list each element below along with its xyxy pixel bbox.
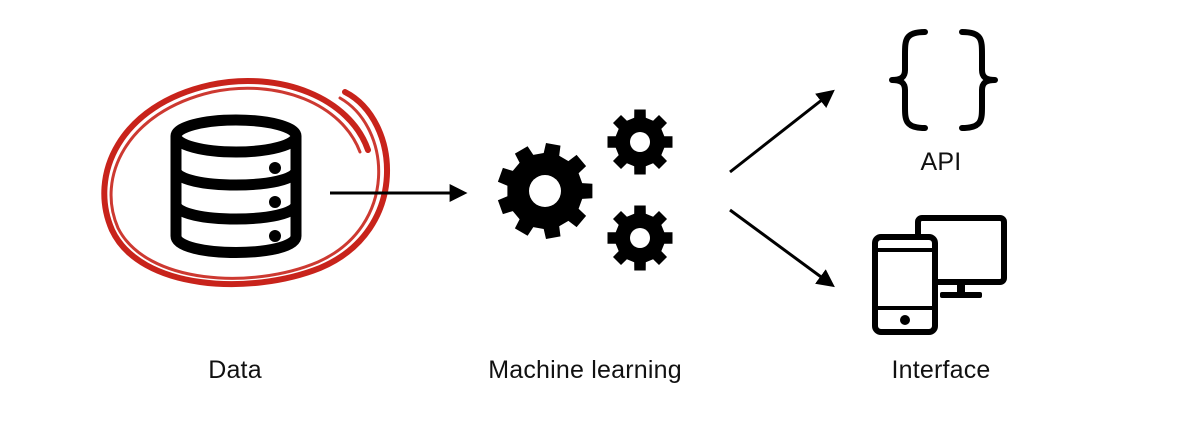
database-indicator-dots bbox=[269, 162, 281, 242]
arrow-ml-to-interface bbox=[729, 208, 835, 288]
phone-icon bbox=[872, 234, 938, 335]
api-label: API bbox=[920, 148, 962, 176]
large-gear-icon bbox=[497, 143, 593, 239]
devices-icon bbox=[872, 215, 1007, 335]
interface-label: Interface bbox=[891, 356, 991, 384]
top-small-gear-icon bbox=[607, 109, 673, 175]
machine-learning-label: Machine learning bbox=[488, 356, 682, 384]
curly-braces-icon bbox=[889, 29, 998, 131]
arrow-ml-to-api bbox=[729, 89, 835, 174]
bottom-small-gear-icon bbox=[607, 205, 673, 271]
highlight-circle bbox=[101, 78, 391, 288]
database-icon bbox=[170, 114, 302, 258]
data-label: Data bbox=[208, 356, 262, 384]
gears-icon bbox=[497, 109, 673, 271]
